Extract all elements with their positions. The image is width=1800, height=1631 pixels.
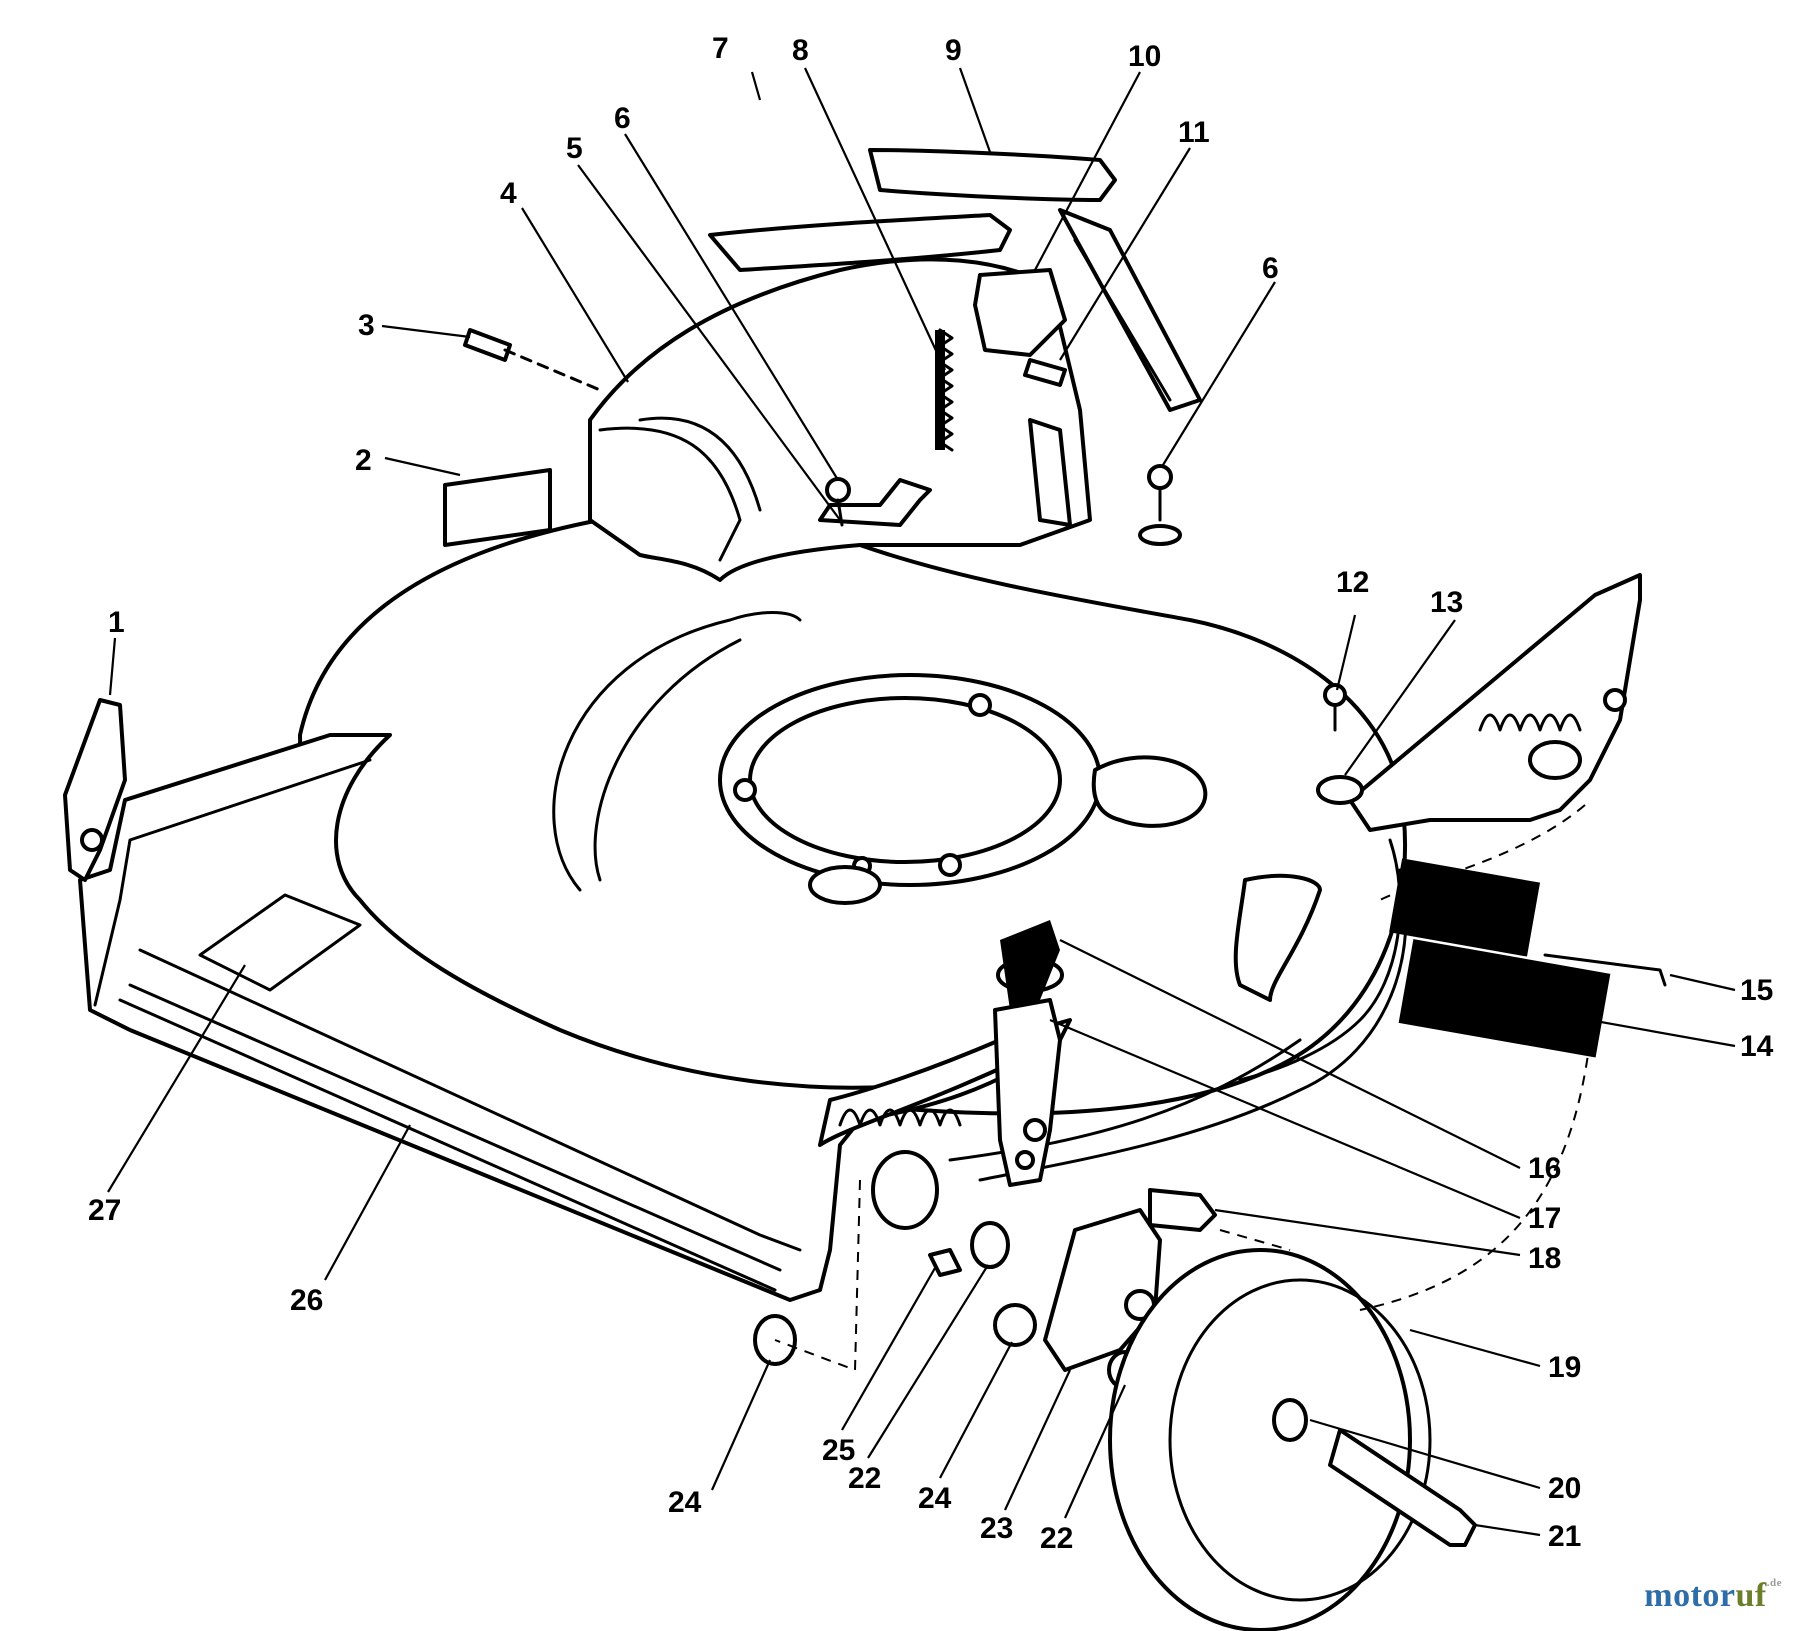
label-part-24b: 24 bbox=[918, 1482, 952, 1515]
label-part-17: 17 bbox=[1528, 1202, 1561, 1235]
part-labels: 1 2 3 4 5 6 7 8 9 10 11 6 12 13 15 14 16… bbox=[88, 32, 1774, 1555]
nut-24b bbox=[993, 1303, 1037, 1347]
label-part-15: 15 bbox=[1740, 974, 1773, 1007]
label-part-13: 13 bbox=[1430, 586, 1463, 619]
bracket-plate bbox=[973, 268, 1067, 357]
label-part-4: 4 bbox=[500, 177, 517, 210]
bushing-25 bbox=[871, 1150, 939, 1230]
label-part-6b: 6 bbox=[1262, 252, 1279, 285]
handle-bracket bbox=[708, 148, 1202, 412]
watermark-text-1: motor bbox=[1644, 1577, 1736, 1614]
axle-18 bbox=[1148, 1188, 1217, 1232]
label-part-9: 9 bbox=[945, 34, 962, 67]
label-part-23: 23 bbox=[980, 1512, 1013, 1545]
screw-11 bbox=[1023, 358, 1067, 387]
washer-22a bbox=[970, 1221, 1010, 1269]
label-part-11: 11 bbox=[1178, 116, 1210, 149]
label-part-27: 27 bbox=[88, 1194, 121, 1227]
leader-lines bbox=[107, 67, 1736, 1537]
wheel bbox=[1108, 1248, 1432, 1631]
screw-6b bbox=[1138, 464, 1182, 546]
screw-3 bbox=[463, 328, 602, 392]
washer-20 bbox=[1272, 1398, 1308, 1442]
latch-1 bbox=[63, 698, 127, 882]
watermark-logo: motoruf.de bbox=[1644, 1577, 1782, 1615]
screw-25 bbox=[928, 1248, 962, 1277]
mower-deck bbox=[78, 503, 1408, 1302]
label-part-5: 5 bbox=[566, 132, 583, 165]
label-part-1: 1 bbox=[108, 606, 125, 639]
watermark-text-2: uf bbox=[1735, 1577, 1767, 1614]
label-part-22b: 22 bbox=[1040, 1522, 1073, 1555]
label-part-14: 14 bbox=[1740, 1030, 1774, 1063]
label-part-7: 7 bbox=[712, 32, 729, 65]
watermark-text-3: .de bbox=[1766, 1577, 1782, 1589]
label-part-10: 10 bbox=[1128, 40, 1161, 73]
label-part-20: 20 bbox=[1548, 1472, 1581, 1505]
label-part-16: 16 bbox=[1528, 1152, 1561, 1185]
label-part-19: 19 bbox=[1548, 1351, 1581, 1384]
label-part-24a: 24 bbox=[668, 1486, 702, 1519]
decal-2 bbox=[443, 468, 552, 547]
label-part-12: 12 bbox=[1336, 566, 1369, 599]
screw-12 bbox=[1323, 683, 1347, 732]
spring bbox=[935, 328, 954, 452]
label-part-3: 3 bbox=[358, 309, 375, 342]
label-part-18: 18 bbox=[1528, 1242, 1561, 1275]
front-height-adjuster bbox=[993, 920, 1062, 1187]
label-part-2: 2 bbox=[355, 444, 372, 477]
label-part-26: 26 bbox=[290, 1284, 323, 1317]
axle-bolt-21 bbox=[1328, 1428, 1477, 1547]
label-part-21: 21 bbox=[1548, 1520, 1581, 1553]
label-part-25: 25 bbox=[822, 1434, 855, 1467]
pin-13 bbox=[1316, 775, 1364, 805]
torsion-spring bbox=[1389, 858, 1611, 1058]
label-part-6a: 6 bbox=[614, 102, 631, 135]
rod-15 bbox=[1543, 953, 1667, 987]
label-part-8: 8 bbox=[792, 34, 809, 67]
label-part-22a: 22 bbox=[848, 1462, 881, 1495]
height-adjuster bbox=[1348, 573, 1642, 832]
